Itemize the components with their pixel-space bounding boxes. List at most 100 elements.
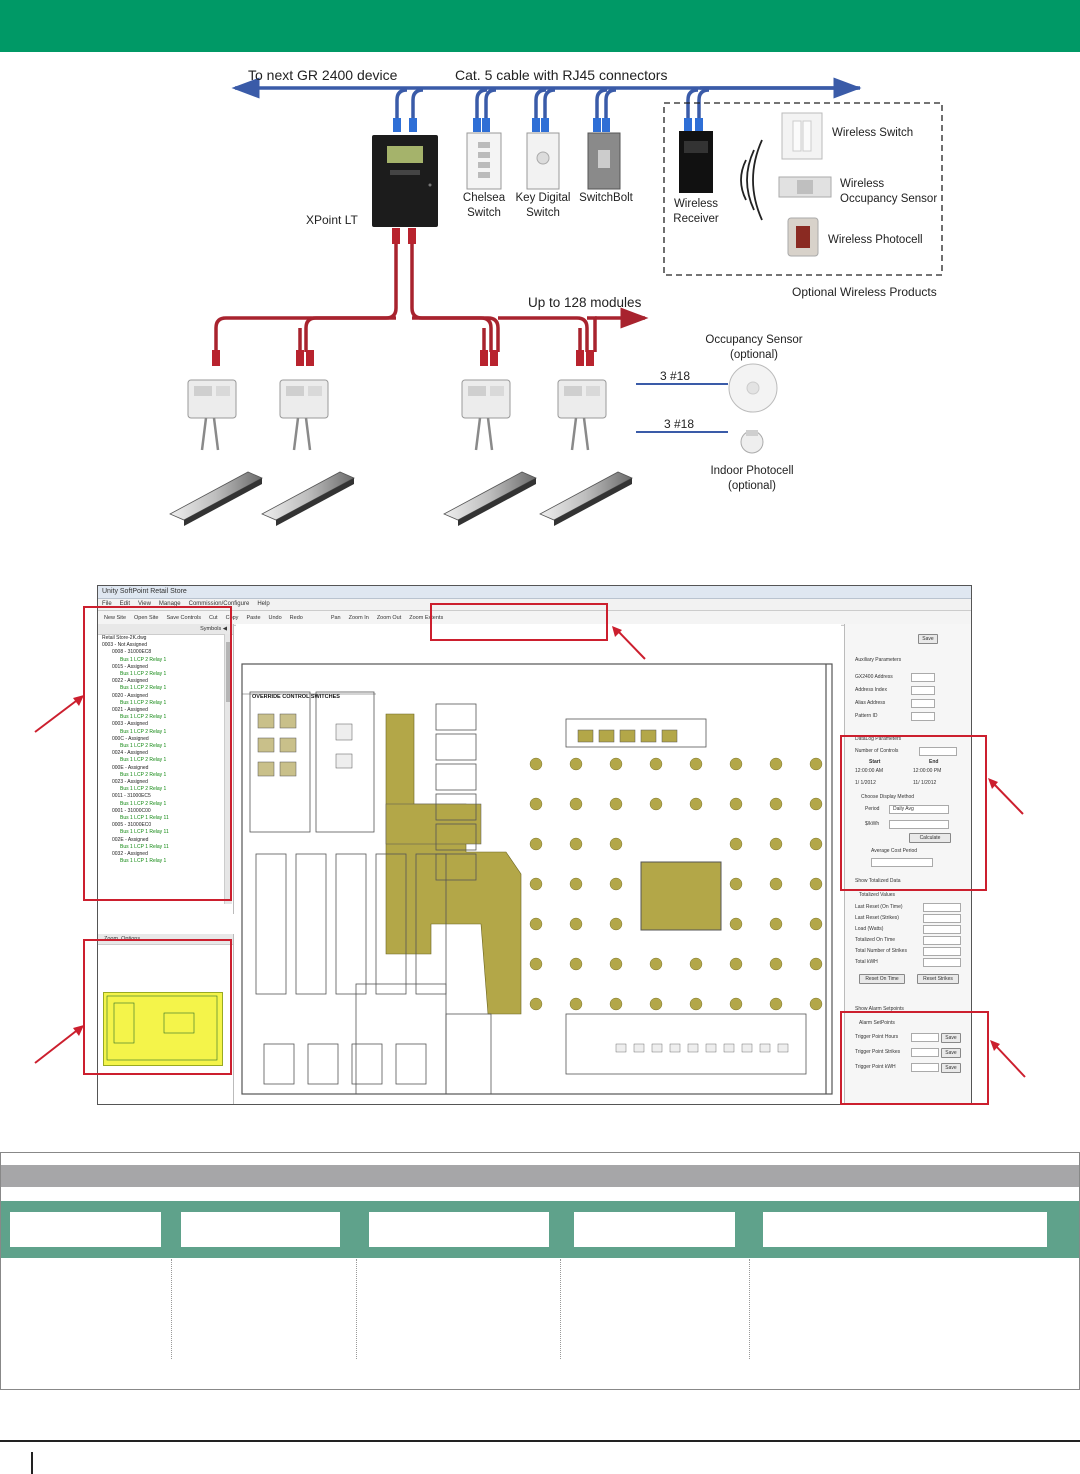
aux-field-input[interactable] bbox=[911, 673, 935, 682]
tree-item[interactable]: 0023 - Assigned bbox=[112, 779, 148, 786]
toolbar-button[interactable]: Zoom Out bbox=[376, 615, 402, 621]
start-time[interactable]: 12:00:00 AM bbox=[855, 768, 884, 774]
tree-item[interactable]: Bus 1 LCP 2 Relay 1 bbox=[120, 714, 167, 721]
tree-item[interactable]: Bus 1 LCP 1 Relay 1 bbox=[120, 858, 167, 865]
product-table bbox=[0, 1152, 1080, 1390]
trigger-field-input[interactable] bbox=[911, 1033, 939, 1042]
tree-item[interactable]: Bus 1 LCP 2 Relay 1 bbox=[120, 728, 167, 735]
start-date[interactable]: 1/ 1/2012 bbox=[855, 780, 876, 786]
end-date[interactable]: 11/ 1/2012 bbox=[913, 780, 937, 786]
totalized-field-input[interactable] bbox=[923, 903, 961, 912]
tree-item[interactable]: 0011 - 31000EC5 bbox=[112, 793, 151, 800]
xpoint-panel-icon bbox=[372, 135, 438, 227]
end-time[interactable]: 12:00:00 PM bbox=[913, 768, 942, 774]
toolbar-button[interactable]: Zoom In bbox=[348, 615, 369, 621]
avg-cost-input[interactable] bbox=[871, 858, 933, 867]
tree-item[interactable]: 0005 - 31000EC0 bbox=[112, 822, 152, 829]
menu-item[interactable]: Help bbox=[257, 601, 270, 607]
floor-plan-canvas[interactable]: OVERRIDE CONTROL SWITCHES bbox=[236, 624, 841, 1104]
aux-field-input[interactable] bbox=[911, 712, 935, 721]
tree-root[interactable]: Retail Store-2K.dwg bbox=[102, 635, 147, 641]
site-tree-panel[interactable]: Symbols ◀ Retail Store-2K.dwg 0003 - Not… bbox=[98, 624, 234, 914]
aux-field-input[interactable] bbox=[911, 699, 935, 708]
totalized-field-input[interactable] bbox=[923, 958, 961, 967]
tree-item[interactable]: 0008 - 31000EC8 bbox=[112, 649, 152, 656]
toolbar-button[interactable]: Save Controls bbox=[166, 615, 202, 621]
kwh-input[interactable] bbox=[889, 820, 949, 829]
trigger-save-button[interactable]: Save bbox=[941, 1033, 961, 1043]
reset-strikes-button[interactable]: Reset Strikes bbox=[917, 974, 959, 984]
tree-item[interactable]: Bus 1 LCP 2 Relay 1 bbox=[120, 671, 167, 678]
show-totalized-checkbox[interactable]: Show Totalized Data bbox=[855, 878, 901, 884]
totalized-field-input[interactable] bbox=[923, 925, 961, 934]
totalized-field-input[interactable] bbox=[923, 947, 961, 956]
header-bar bbox=[0, 0, 1080, 52]
relay-module-icon bbox=[557, 379, 607, 451]
label-gauge-2: 3 #18 bbox=[664, 417, 694, 431]
column-divider bbox=[560, 1259, 561, 1359]
tree-item[interactable]: 0021 - Assigned bbox=[112, 707, 148, 714]
show-alarm-checkbox[interactable]: Show Alarm Setpoints bbox=[855, 1006, 904, 1012]
tree-scrollbar[interactable] bbox=[224, 634, 232, 904]
tree-item[interactable]: 0003 - Assigned bbox=[112, 721, 148, 728]
save-button[interactable]: Save bbox=[918, 634, 938, 644]
toolbar-button[interactable]: Cut bbox=[209, 615, 218, 621]
menu-item[interactable]: Manage bbox=[158, 601, 181, 607]
tree-item[interactable]: 0001 - 31000C00 bbox=[112, 807, 151, 814]
tree-item[interactable]: Bus 1 LCP 2 Relay 1 bbox=[120, 656, 167, 663]
reset-on-time-button[interactable]: Reset On Time bbox=[859, 974, 905, 984]
tree-item[interactable]: 0024 - Assigned bbox=[112, 750, 148, 757]
toolbar-button[interactable]: Pan bbox=[330, 615, 341, 621]
trigger-field-input[interactable] bbox=[911, 1063, 939, 1072]
tree-item[interactable]: Bus 1 LCP 2 Relay 1 bbox=[120, 699, 167, 706]
menu-item[interactable]: Commission/Configure bbox=[188, 601, 250, 607]
aux-field-label: GX2400 Address bbox=[855, 674, 893, 680]
tree-item[interactable]: Bus 1 LCP 2 Relay 1 bbox=[120, 757, 167, 764]
tree-item[interactable]: Bus 1 LCP 1 Relay 11 bbox=[120, 843, 169, 850]
trigger-save-button[interactable]: Save bbox=[941, 1063, 961, 1073]
trigger-save-button[interactable]: Save bbox=[941, 1048, 961, 1058]
menu-item[interactable]: Edit bbox=[119, 601, 131, 607]
calculate-button[interactable]: Calculate bbox=[909, 833, 951, 843]
toolbar-button[interactable]: Undo bbox=[268, 615, 282, 621]
tree-item[interactable]: 000E - Assigned bbox=[112, 764, 149, 771]
column-divider bbox=[749, 1259, 750, 1359]
tree-item[interactable]: 0003 - Not Assigned bbox=[102, 642, 148, 649]
tree-item[interactable]: Bus 1 LCP 2 Relay 1 bbox=[120, 771, 167, 778]
callout-tree bbox=[83, 606, 232, 901]
num-controls-input[interactable] bbox=[919, 747, 957, 756]
tree-item[interactable]: 002E - Assigned bbox=[112, 836, 149, 843]
tree-item[interactable]: Bus 1 LCP 1 Relay 11 bbox=[120, 815, 169, 822]
toolbar-button[interactable]: Open Site bbox=[134, 615, 159, 621]
label-optional-wireless: Optional Wireless Products bbox=[792, 285, 937, 299]
totalized-field-input[interactable] bbox=[923, 936, 961, 945]
tree-item[interactable]: Bus 1 LCP 1 Relay 11 bbox=[120, 829, 169, 836]
light-fixture-icon bbox=[443, 471, 537, 526]
avg-cost-label: Average Cost Period bbox=[871, 848, 918, 854]
tree-item[interactable]: 0015 - Assigned bbox=[112, 663, 148, 670]
label-next-device: To next GR 2400 device bbox=[248, 67, 398, 83]
menu-item[interactable]: View bbox=[138, 601, 151, 607]
menu-item[interactable]: File bbox=[102, 601, 112, 607]
toolbar-button[interactable]: Paste bbox=[246, 615, 261, 621]
tree-item[interactable]: Bus 1 LCP 2 Relay 1 bbox=[120, 786, 167, 793]
trigger-field-input[interactable] bbox=[911, 1048, 939, 1057]
tree-item[interactable]: Bus 1 LCP 2 Relay 1 bbox=[120, 685, 167, 692]
totalized-field-input[interactable] bbox=[923, 914, 961, 923]
tab-symbols[interactable]: Symbols ◀ bbox=[98, 624, 233, 635]
tree-item[interactable]: 0022 - Assigned bbox=[112, 678, 148, 685]
overview-map[interactable] bbox=[103, 992, 223, 1066]
tree-item[interactable]: Bus 1 LCP 2 Relay 1 bbox=[120, 800, 167, 807]
toolbar-button[interactable]: Zoom Extents bbox=[409, 615, 444, 621]
period-select[interactable] bbox=[889, 805, 949, 814]
toolbar-button[interactable]: New Site bbox=[104, 615, 127, 621]
tree-item[interactable]: Bus 1 LCP 2 Relay 1 bbox=[120, 743, 167, 750]
tree-item[interactable]: 0032 - Assigned bbox=[112, 851, 148, 858]
toolbar-button[interactable]: Copy bbox=[225, 615, 239, 621]
tree-item[interactable]: 000C - Assigned bbox=[112, 735, 149, 742]
totalized-field-label: Total kWH bbox=[855, 959, 878, 965]
tree-item[interactable]: 0020 - Assigned bbox=[112, 692, 148, 699]
label-wireless-occ-2: Occupancy Sensor bbox=[840, 193, 937, 205]
aux-field-input[interactable] bbox=[911, 686, 935, 695]
toolbar-button[interactable]: Redo bbox=[289, 615, 303, 621]
